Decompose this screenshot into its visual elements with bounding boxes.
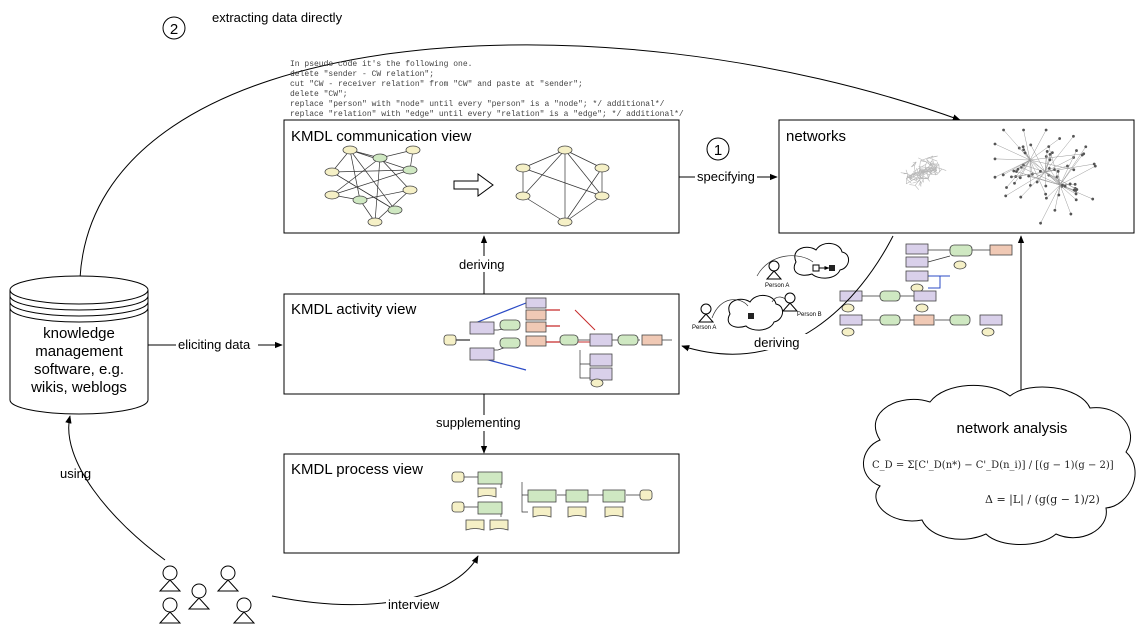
interview-label: interview <box>388 597 440 612</box>
extracting-arrow <box>79 44 961 279</box>
extracting-label: extracting data directly <box>212 10 343 25</box>
svg-text:1: 1 <box>714 142 722 159</box>
person-icon <box>781 292 799 312</box>
database-label-line: knowledge <box>43 325 115 342</box>
person-a-label: Person A <box>692 325 716 331</box>
pseudocode-line: In pseudo code it's the following one. <box>290 60 472 69</box>
person-icon <box>697 303 715 323</box>
eliciting-label: eliciting data <box>178 337 251 352</box>
network-analysis-title: network analysis <box>957 420 1068 437</box>
marker-one: 1 <box>706 137 730 161</box>
knowledge-software-database: knowledge management software, e.g. wiki… <box>9 275 149 415</box>
users-group-icon <box>158 565 256 624</box>
using-label: using <box>60 466 91 481</box>
database-label-line: software, e.g. <box>34 361 124 378</box>
centralization-formula: C_D = Σ[C'_D(n*) − C'_D(n_i)] / [(g − 1)… <box>872 460 1114 471</box>
communication-network-right <box>515 145 610 227</box>
using-arrow <box>65 415 166 561</box>
svg-text:2: 2 <box>170 21 178 38</box>
user-icon <box>187 583 211 610</box>
pseudocode-line: cut "CW - receiver relation" from "CW" a… <box>290 80 583 89</box>
networks-box: networks <box>778 119 1135 234</box>
database-label-line: management <box>35 343 123 360</box>
process-view-box: KMDL process view <box>283 453 680 554</box>
networks-title: networks <box>786 128 846 145</box>
communication-network-left <box>324 145 421 227</box>
pseudocode-line: delete "sender - CW relation"; <box>290 70 434 79</box>
deriving-left-label: deriving <box>754 335 800 350</box>
deriving-left-arrow <box>681 235 894 355</box>
user-icon <box>158 565 182 592</box>
user-icon <box>232 597 256 624</box>
density-formula: Δ = |L| / (g(g − 1)/2) <box>985 493 1100 507</box>
transform-arrow-icon <box>453 173 494 197</box>
pseudocode-block: In pseudo code it's the following one. d… <box>290 60 684 119</box>
pseudocode-line: replace "person" with "node" until every… <box>290 100 665 109</box>
activity-snippet-diagram <box>839 243 1013 337</box>
process-view-title: KMDL process view <box>291 461 423 478</box>
marker-two: 2 <box>162 16 186 40</box>
activity-flow-diagram <box>443 297 672 388</box>
network-visualization-left <box>900 155 947 190</box>
activity-view-title: KMDL activity view <box>291 301 416 318</box>
specifying-label: specifying <box>697 169 755 184</box>
network-visualization-right <box>993 128 1097 225</box>
pseudocode-line: delete "CW"; <box>290 90 348 99</box>
person-icon <box>765 260 783 280</box>
user-icon <box>158 597 182 624</box>
person-a-label: Person A <box>765 283 789 289</box>
database-label-line: wikis, weblogs <box>30 379 127 396</box>
process-flow-diagram <box>451 471 653 531</box>
activity-view-box: KMDL activity view <box>283 293 680 395</box>
communication-view-box: KMDL communication view <box>283 119 680 234</box>
person-interaction-illustration: Person A Person A Person B <box>692 243 849 331</box>
person-b-label: Person B <box>797 312 822 318</box>
user-icon <box>216 565 240 592</box>
supplementing-label: supplementing <box>436 415 521 430</box>
pseudocode-line: replace "relation" with "edge" until eve… <box>290 110 684 119</box>
network-analysis-cloud: network analysis C_D = Σ[C'_D(n*) − C'_D… <box>863 384 1136 545</box>
communication-view-title: KMDL communication view <box>291 128 472 145</box>
deriving-up-label: deriving <box>459 257 505 272</box>
